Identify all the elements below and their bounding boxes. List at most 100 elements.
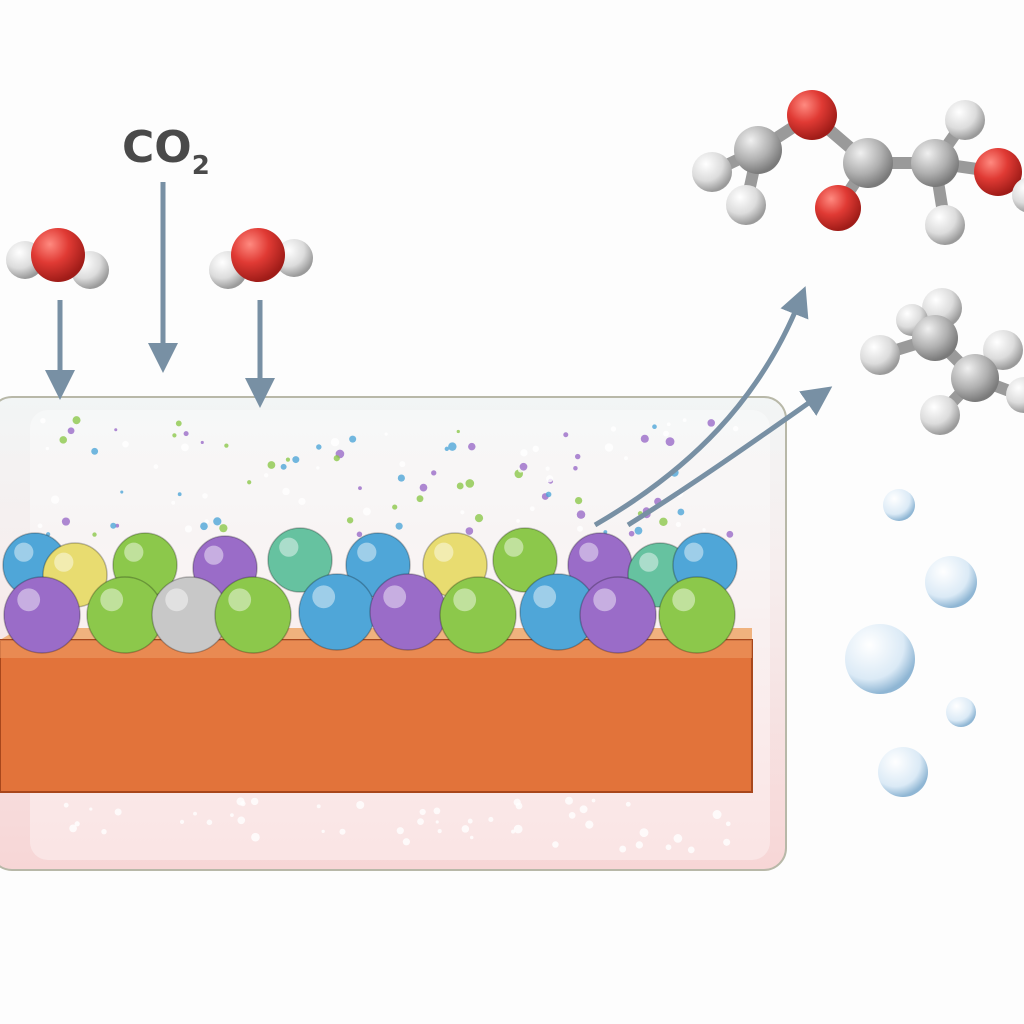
water-molecule-right [209, 228, 313, 289]
particle [339, 828, 346, 835]
particle [732, 425, 739, 432]
particle [263, 473, 269, 478]
catalyst-sphere [492, 527, 558, 593]
particle [172, 433, 177, 438]
particle [37, 523, 43, 529]
particle [461, 825, 470, 833]
particle [40, 417, 46, 424]
bubble [946, 697, 976, 727]
particle [316, 466, 320, 470]
catalyst-sphere [439, 576, 517, 654]
product-arrow-upper [593, 286, 809, 528]
particle [110, 522, 117, 529]
particle [604, 443, 614, 452]
catalyst-sphere [214, 576, 292, 654]
particle [114, 428, 118, 432]
particle [200, 522, 208, 531]
particle [395, 522, 403, 530]
particle [437, 829, 442, 834]
particle [565, 796, 573, 805]
particle [419, 483, 428, 492]
particle [230, 813, 234, 818]
particle [50, 495, 60, 504]
particle [444, 446, 449, 452]
particle [469, 835, 474, 840]
particle [285, 457, 291, 462]
particle [576, 510, 586, 519]
particle [59, 436, 68, 444]
particle [74, 821, 80, 827]
particle [358, 486, 362, 491]
particle [665, 844, 672, 851]
particle [392, 504, 398, 510]
catalyst-sphere [658, 576, 736, 654]
particle [63, 802, 69, 808]
particle [396, 827, 404, 835]
particle [247, 480, 252, 485]
product-molecule-lower [860, 288, 1024, 435]
particle [219, 524, 228, 533]
particle [603, 530, 608, 535]
product-arrow-lower [626, 386, 833, 528]
particle [465, 527, 474, 535]
bubble [925, 556, 977, 608]
particle [725, 821, 731, 827]
particle [399, 461, 406, 468]
particle [122, 440, 129, 448]
particle [292, 456, 300, 464]
particle [69, 824, 77, 833]
particle [349, 435, 357, 443]
particle [316, 444, 322, 450]
particle [513, 798, 521, 806]
particle [362, 507, 371, 516]
particle [115, 523, 120, 528]
particle [579, 805, 588, 814]
particle [635, 841, 643, 849]
particle [298, 497, 306, 506]
particle [488, 816, 494, 823]
particle [639, 828, 649, 838]
particle [552, 841, 559, 848]
particle [652, 424, 657, 430]
particle [545, 491, 552, 498]
particle [666, 422, 671, 427]
particle [532, 445, 540, 453]
particle [677, 508, 685, 516]
particle [511, 829, 516, 834]
particle [200, 440, 204, 445]
particle [474, 514, 484, 523]
particle [634, 526, 643, 535]
bubble [878, 747, 928, 797]
substrate-electrode [0, 628, 753, 793]
particle [573, 466, 578, 471]
co2-label: CO2 [122, 122, 210, 181]
particle [171, 500, 176, 505]
particle-cloud [37, 416, 739, 854]
particle [707, 419, 716, 427]
catalyst-sphere [267, 527, 333, 593]
particle [175, 420, 182, 427]
particle [687, 846, 695, 854]
particle [333, 455, 340, 462]
catalyst-sphere [3, 576, 81, 654]
particle [610, 426, 617, 432]
particle [619, 845, 627, 853]
particle [702, 528, 706, 532]
particle [321, 829, 325, 834]
particle [712, 810, 722, 820]
particle [237, 816, 246, 825]
bubble [845, 624, 915, 694]
particle [435, 820, 439, 824]
gas-bubbles [845, 489, 977, 797]
particle [585, 820, 594, 829]
particle [179, 819, 185, 824]
particle [153, 464, 159, 469]
particle [682, 418, 687, 423]
particle [282, 487, 290, 496]
particle [316, 804, 321, 809]
particle [193, 811, 197, 816]
particle [433, 807, 441, 815]
particle [89, 807, 93, 811]
particle [516, 519, 520, 523]
